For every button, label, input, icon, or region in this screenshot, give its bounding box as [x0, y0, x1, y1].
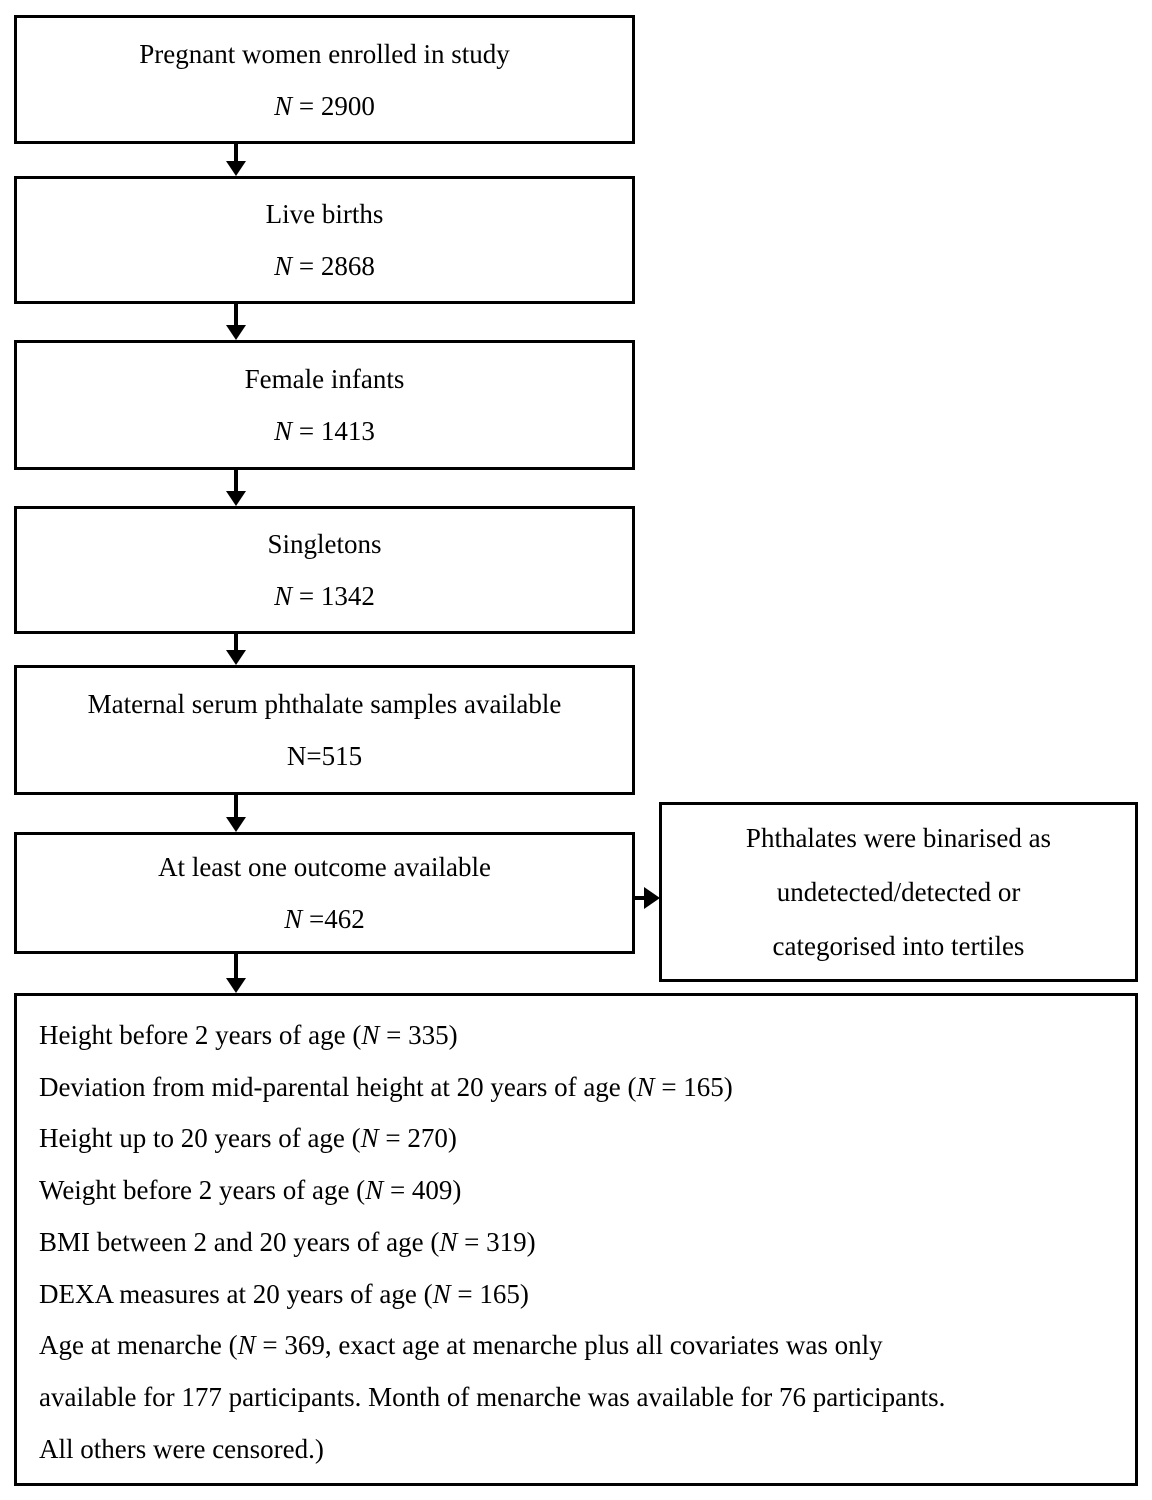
flow-box-title: Female infants: [244, 364, 405, 394]
arrow-down-icon: [226, 954, 246, 993]
arrow-right-icon: [635, 887, 660, 909]
arrow-head: [226, 325, 246, 340]
outcomes-box: Height before 2 years of age (N = 335) D…: [14, 993, 1138, 1486]
arrow-head: [226, 161, 246, 176]
arrow-stem: [635, 896, 644, 900]
flow-box-count: N =462: [284, 904, 365, 934]
outcome-line: available for 177 participants. Month of…: [39, 1381, 946, 1412]
flow-box-title: At least one outcome available: [158, 852, 491, 882]
flow-box-title: Pregnant women enrolled in study: [139, 38, 510, 69]
flow-box-outcome-available: At least one outcome available N =462: [14, 832, 635, 954]
arrow-down-icon: [226, 143, 246, 176]
flow-box-female-infants: Female infants N = 1413: [14, 340, 635, 470]
outcome-line: Deviation from mid-parental height at 20…: [39, 1071, 733, 1102]
flow-box-title: Live births: [265, 199, 384, 229]
flow-box-count: N = 1413: [274, 416, 375, 446]
arrow-head: [226, 817, 246, 832]
flow-box-singletons: Singletons N = 1342: [14, 506, 635, 634]
arrow-stem: [234, 143, 238, 161]
arrow-head: [226, 978, 246, 993]
arrow-head: [644, 887, 660, 909]
note-line: undetected/detected or: [776, 877, 1021, 907]
outcome-line: Height up to 20 years of age (N = 270): [39, 1123, 457, 1154]
flow-box-title: Maternal serum phthalate samples availab…: [87, 689, 562, 719]
outcome-line: Age at menarche (N = 369, exact age at m…: [39, 1330, 883, 1361]
arrow-stem: [234, 795, 238, 817]
outcome-line: DEXA measures at 20 years of age (N = 16…: [39, 1278, 529, 1309]
arrow-down-icon: [226, 795, 246, 832]
arrow-stem: [234, 634, 238, 650]
flow-box-count: N=515: [286, 741, 363, 771]
arrow-stem: [234, 304, 238, 325]
outcome-line: All others were censored.): [39, 1433, 324, 1464]
flow-box-serum-samples: Maternal serum phthalate samples availab…: [14, 665, 635, 795]
outcome-line: Height before 2 years of age (N = 335): [39, 1020, 458, 1050]
note-line: categorised into tertiles: [772, 931, 1025, 961]
outcome-line: Weight before 2 years of age (N = 409): [39, 1175, 462, 1206]
flow-box-count: N = 2900: [274, 90, 375, 121]
note-box-phthalate-categorisation: Phthalates were binarised as undetected/…: [659, 802, 1138, 982]
note-line: Phthalates were binarised as: [745, 823, 1052, 853]
arrow-stem: [234, 954, 238, 978]
outcome-line: BMI between 2 and 20 years of age (N = 3…: [39, 1226, 536, 1257]
flow-box-enrolled: Pregnant women enrolled in study N = 290…: [14, 15, 635, 144]
arrow-down-icon: [226, 470, 246, 506]
arrow-down-icon: [226, 634, 246, 665]
flow-box-live-births: Live births N = 2868: [14, 176, 635, 304]
arrow-down-icon: [226, 304, 246, 340]
arrow-head: [226, 491, 246, 506]
flow-box-count: N = 1342: [274, 581, 375, 611]
flow-box-title: Singletons: [267, 529, 382, 559]
arrow-stem: [234, 470, 238, 491]
arrow-head: [226, 650, 246, 665]
flow-box-count: N = 2868: [274, 251, 375, 281]
